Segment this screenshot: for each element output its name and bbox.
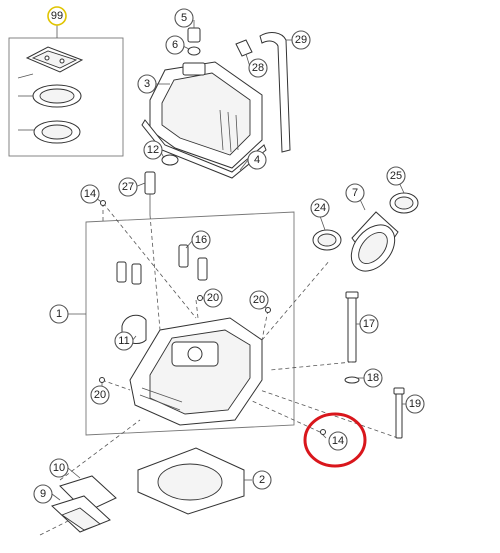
callout-14-lower: 14 — [328, 431, 348, 451]
washer — [344, 376, 360, 384]
callout-4-label: 4 — [254, 154, 260, 166]
callout-20-upper-left-label: 20 — [207, 292, 219, 304]
callout-9-label: 9 — [40, 488, 46, 500]
highlight-circle — [303, 412, 367, 468]
valve-cover — [141, 27, 267, 179]
callout-24-label: 24 — [314, 202, 326, 214]
throttle-body-parts — [51, 475, 117, 533]
callout-24: 24 — [310, 198, 330, 218]
callout-20-upper-right-label: 20 — [253, 294, 265, 306]
head-gasket — [137, 447, 245, 515]
callout-9: 9 — [33, 484, 53, 504]
callout-10-label: 10 — [53, 462, 65, 474]
small-bolts — [99, 200, 326, 435]
callout-12: 12 — [143, 140, 163, 160]
callout-1: 1 — [49, 304, 69, 324]
callout-14-upper-label: 14 — [84, 188, 96, 200]
callout-4: 4 — [247, 150, 267, 170]
callout-11-label: 11 — [118, 335, 129, 347]
callout-14-upper: 14 — [80, 184, 100, 204]
callout-11: 11 — [114, 331, 134, 351]
callout-25-label: 25 — [390, 170, 402, 182]
callout-16-label: 16 — [195, 234, 207, 246]
reference-lines — [39, 202, 399, 536]
hose-clip — [235, 39, 253, 57]
callout-10: 10 — [49, 458, 69, 478]
callout-29: 29 — [291, 30, 311, 50]
callout-2: 2 — [252, 470, 272, 490]
callout-27: 27 — [118, 177, 138, 197]
callout-12-label: 12 — [147, 144, 159, 156]
callout-5: 5 — [174, 8, 194, 28]
callout-20-lower-label: 20 — [94, 389, 106, 401]
grommet — [161, 154, 179, 166]
breather-hose — [259, 32, 291, 153]
valve-guides — [116, 244, 208, 285]
callout-14-lower-label: 14 — [332, 435, 344, 447]
callout-20-lower: 20 — [90, 385, 110, 405]
callout-1-label: 1 — [56, 308, 62, 320]
callout-3: 3 — [137, 74, 157, 94]
callout-17-label: 17 — [363, 318, 375, 330]
callout-6-label: 6 — [172, 39, 178, 51]
callout-28: 28 — [248, 58, 268, 78]
callout-6: 6 — [165, 35, 185, 55]
cylinder-head-frame — [68, 211, 295, 436]
callout-19-label: 19 — [409, 398, 421, 410]
callout-18: 18 — [363, 368, 383, 388]
callout-17: 17 — [359, 314, 379, 334]
callout-28-label: 28 — [252, 62, 264, 74]
stud-bolt — [345, 291, 359, 363]
callout-5-label: 5 — [181, 12, 187, 24]
callout-25: 25 — [386, 166, 406, 186]
temperature-sensor — [144, 171, 156, 215]
cylinder-head — [129, 317, 263, 426]
gasket-kit-box — [8, 25, 124, 157]
callout-20-upper-left: 20 — [203, 288, 223, 308]
long-bolt — [393, 387, 405, 439]
callout-99-label: 99 — [51, 10, 63, 22]
callout-19: 19 — [405, 394, 425, 414]
callout-16: 16 — [191, 230, 211, 250]
callout-2-label: 2 — [259, 474, 265, 486]
callout-18-label: 18 — [367, 372, 379, 384]
intake-rubber — [312, 192, 419, 272]
callout-27-label: 27 — [122, 181, 134, 193]
callout-20-upper-right: 20 — [249, 290, 269, 310]
callout-7-label: 7 — [352, 187, 358, 199]
callout-3-label: 3 — [144, 78, 150, 90]
callout-7: 7 — [345, 183, 365, 203]
callout-99: 99 — [47, 6, 67, 26]
callout-29-label: 29 — [295, 34, 307, 46]
callout-labels: 99 5 6 29 3 28 12 4 14 27 25 — [33, 6, 425, 504]
